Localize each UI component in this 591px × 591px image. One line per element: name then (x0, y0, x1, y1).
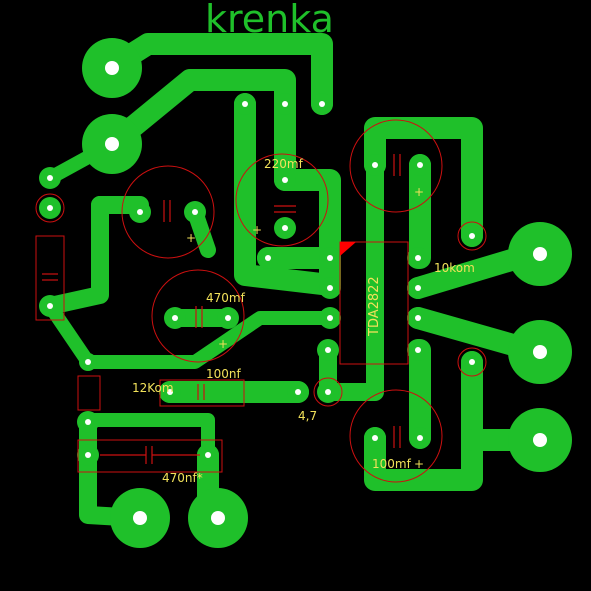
component-pads (39, 93, 483, 466)
trace-cap-left (41, 196, 109, 315)
cap-outline-470 (151, 269, 245, 363)
label-cap-470-upper: 470mf (206, 291, 246, 305)
res-box-12k (159, 379, 245, 407)
label-cap-470nf: 470nf* (162, 471, 203, 485)
cap-outline-top-right (349, 119, 443, 213)
ic-outline (339, 241, 409, 365)
res-box-470nf (77, 439, 223, 473)
label-res-10k: 10kom (434, 261, 475, 275)
trace-right-column (364, 117, 483, 247)
component-outlines (35, 119, 487, 483)
plus-mark: + (414, 185, 424, 199)
cap-box-left (35, 235, 65, 321)
silkscreen-labels: 220mf 470mf 12Kom 100nf 4,7 100mf 470nf*… (132, 157, 475, 485)
plus-mark: + (186, 231, 196, 245)
plus-mark: + (414, 457, 424, 471)
cap-symbols (42, 154, 401, 464)
terminal-pads (82, 38, 572, 548)
trace-cap220-chain (234, 93, 341, 296)
cap-outline-left (121, 165, 215, 259)
res-pad-outline-4 (313, 377, 343, 407)
polarity-marks: + + + + + (186, 185, 424, 471)
trace-cap-470nf (81, 413, 215, 462)
trace-right-bottom (364, 351, 483, 491)
res-box-left (77, 375, 101, 411)
label-cap-100mf: 100mf (372, 457, 412, 471)
cap-outline-100mf (349, 389, 443, 483)
res-pad-outline-3 (457, 347, 487, 377)
label-cap-100nf: 100nf (206, 367, 242, 381)
res-pad-outline-1 (35, 193, 65, 223)
plus-mark: + (252, 223, 262, 237)
label-res-47: 4,7 (298, 409, 317, 423)
trace-res47 (319, 156, 384, 401)
cap-outline-220 (235, 153, 329, 247)
label-cap-220: 220mf (264, 157, 304, 171)
label-chip: TDA2822 (367, 276, 382, 337)
res-pad-outline-2 (457, 221, 487, 251)
label-res-12k: 12Kom (132, 381, 174, 395)
copper-traces (41, 33, 549, 529)
ic-pin1-marker (340, 242, 356, 256)
plus-mark: + (218, 337, 228, 351)
